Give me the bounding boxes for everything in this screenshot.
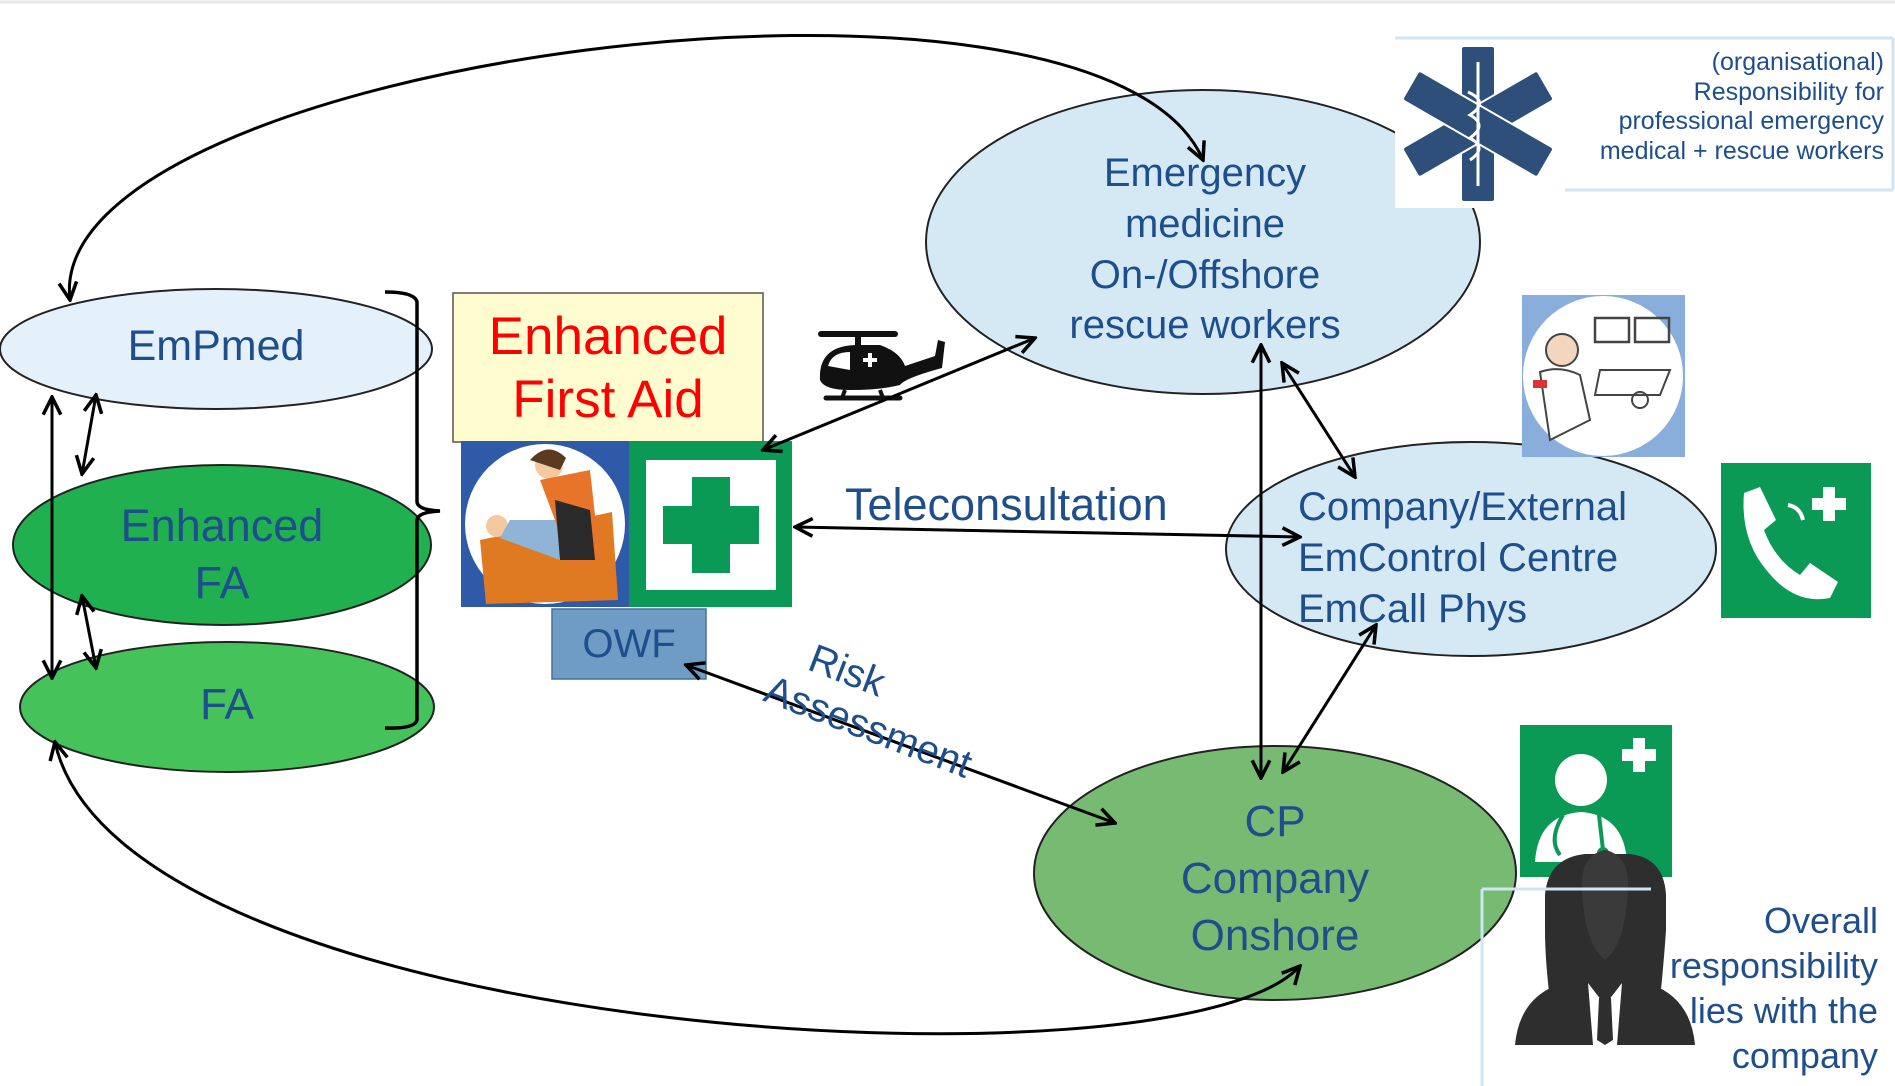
emergency-label: Emergency medicine On-/Offshore rescue w… <box>1000 148 1410 351</box>
overall-note-frame <box>1480 887 1651 1086</box>
star-of-life-icon <box>1395 40 1565 208</box>
organisational-note-line2: Responsibility for <box>1693 77 1884 106</box>
node-enhanced-fa <box>12 464 432 626</box>
enhanced-fa-label-line1: Enhanced <box>120 500 324 551</box>
overall-note-line2: responsibility <box>1669 945 1878 986</box>
node-control <box>1225 441 1717 657</box>
fa-label: FA <box>20 680 434 729</box>
control-label-line3: EmCall Phys <box>1298 587 1527 632</box>
overall-note-line3: lies with the <box>1689 990 1878 1031</box>
doctor-icon <box>1520 725 1672 877</box>
enhanced-first-aid-label: Enhanced First Aid <box>453 306 763 431</box>
overall-note: Overall responsibility lies with the com… <box>1670 898 1878 1078</box>
organisational-note-line3: professional emergency <box>1618 107 1884 135</box>
teleconsultation-label-text: Teleconsultation <box>845 479 1168 530</box>
arrow-efa-emergency <box>763 338 1035 450</box>
emergency-label-line3: On-/Offshore <box>1089 252 1321 297</box>
control-label: Company/External EmControl Centre EmCall… <box>1298 482 1627 636</box>
empmed-label: EmPmed <box>0 322 432 370</box>
teleconsultation-label: Teleconsultation <box>845 479 1168 530</box>
owf-label-text: OWF <box>582 622 676 666</box>
dispatcher-icon <box>1522 295 1685 457</box>
emergency-phone-icon <box>1721 463 1871 618</box>
organisational-note-line4: medical + rescue workers <box>1599 136 1884 165</box>
enhanced-fa-label: Enhanced FA <box>13 497 431 611</box>
arrow-teleconsultation <box>795 527 1300 537</box>
organisational-note: (organisational) Responsibility for prof… <box>1600 48 1884 166</box>
enhanced-first-aid-box <box>452 292 764 443</box>
organisational-note-line1: (organisational) <box>1711 48 1884 76</box>
fa-label-text: FA <box>200 680 254 729</box>
first-aid-cross-icon <box>629 441 792 607</box>
overall-note-line1: Overall <box>1763 900 1878 941</box>
control-label-line2: EmControl Centre <box>1298 536 1619 581</box>
organisational-note-frame <box>1395 36 1895 192</box>
arrows <box>52 34 1376 1036</box>
arrow-enhanced-fa <box>82 596 96 668</box>
arrow-control-cp <box>1283 625 1376 772</box>
arrow-emergency-control <box>1282 363 1355 477</box>
arrow-fa-cp <box>55 742 1300 1036</box>
enhanced-fa-label-line2: FA <box>194 557 250 609</box>
cp-label-line1: CP <box>1244 797 1306 846</box>
emergency-label-line4: rescue workers <box>1069 303 1341 348</box>
arrow-risk-assessment <box>686 665 1115 823</box>
businessman-icon <box>1515 850 1695 1045</box>
enhanced-first-aid-line1: Enhanced <box>488 307 728 366</box>
overall-note-line4: company <box>1731 1035 1878 1076</box>
enhanced-first-aid-line2: First Aid <box>512 369 704 429</box>
emergency-label-line2: medicine <box>1124 201 1286 246</box>
arrow-empmed-emergency <box>69 34 1203 300</box>
rescue-scene-icon <box>461 441 629 607</box>
emergency-label-line1: Emergency <box>1103 151 1307 195</box>
owf-label: OWF <box>552 622 706 667</box>
cp-label: CP Company Onshore <box>1075 793 1475 965</box>
helicopter-icon <box>818 331 945 401</box>
control-label-line1: Company/External <box>1298 485 1628 529</box>
cp-label-line3: Onshore <box>1190 911 1360 961</box>
cp-label-line2: Company <box>1180 854 1370 904</box>
empmed-label-text: EmPmed <box>127 322 305 370</box>
owf-box <box>551 608 707 680</box>
risk-assessment-label: Risk Assessment <box>759 636 978 786</box>
arrow-empmed-enhanced <box>82 395 96 474</box>
